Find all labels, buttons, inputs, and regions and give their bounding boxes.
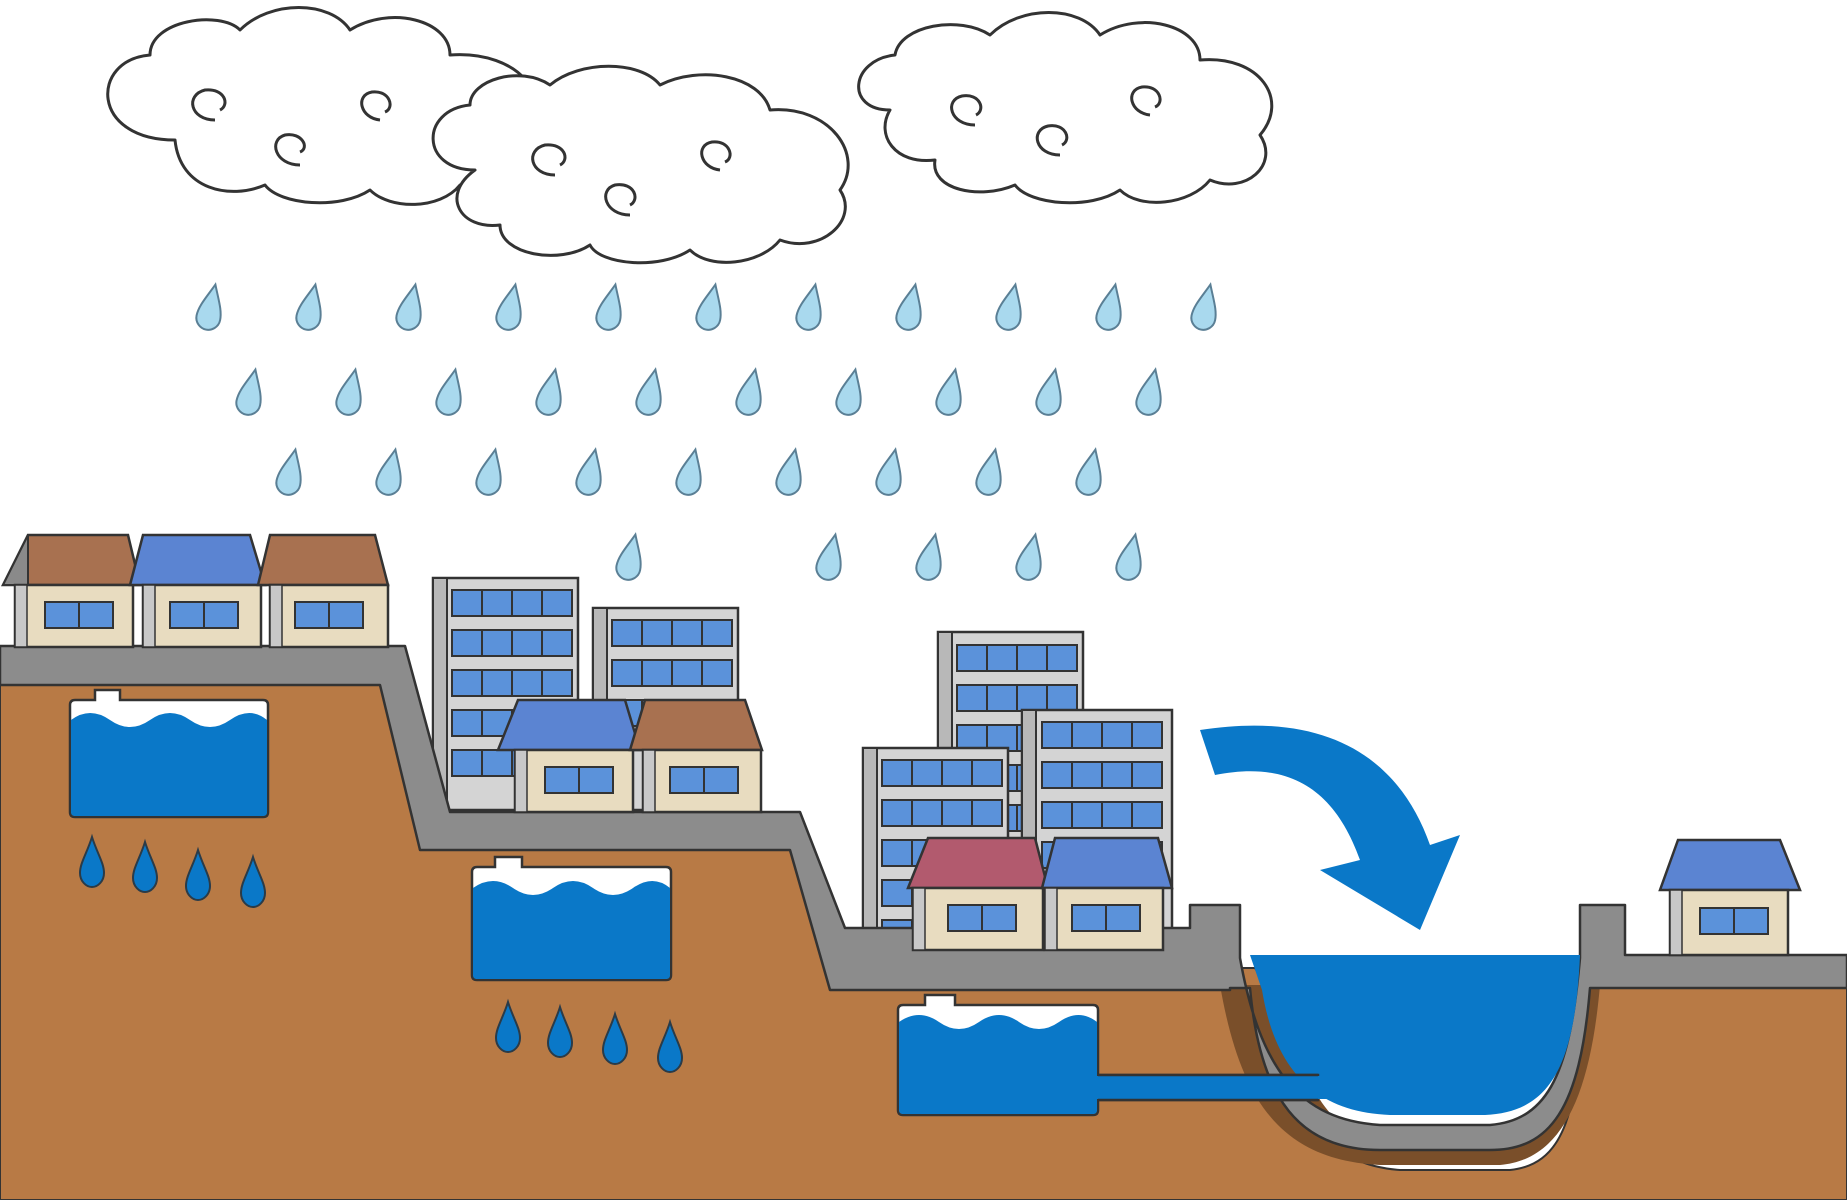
raindrop bbox=[893, 281, 929, 334]
raindrop bbox=[393, 281, 429, 334]
raindrop bbox=[773, 446, 809, 499]
cloud-center bbox=[431, 64, 850, 265]
clouds bbox=[106, 6, 1274, 265]
raindrop bbox=[973, 446, 1009, 499]
raindrop bbox=[233, 366, 269, 419]
raindrop bbox=[433, 366, 469, 419]
raindrop bbox=[673, 446, 709, 499]
cloud-right bbox=[857, 11, 1274, 205]
raindrop bbox=[1073, 446, 1109, 499]
raindrop bbox=[1033, 366, 1069, 419]
house bbox=[1040, 836, 1174, 952]
raindrop bbox=[273, 446, 309, 499]
raindrop bbox=[693, 281, 729, 334]
curved-arrow-icon bbox=[1200, 725, 1460, 930]
raindrop bbox=[533, 366, 569, 419]
middle-infiltration-tank bbox=[470, 855, 673, 982]
raindrop bbox=[613, 531, 649, 584]
terrain bbox=[0, 644, 1847, 1200]
raindrop bbox=[813, 531, 849, 584]
raindrop bbox=[373, 446, 409, 499]
raindrop bbox=[833, 366, 869, 419]
house bbox=[128, 533, 267, 649]
house bbox=[906, 836, 1050, 952]
raindrop bbox=[993, 281, 1029, 334]
house bbox=[628, 698, 764, 814]
house bbox=[256, 533, 390, 649]
raindrop bbox=[473, 446, 509, 499]
raindrop bbox=[733, 366, 769, 419]
raindrop bbox=[633, 366, 669, 419]
raindrop bbox=[873, 446, 909, 499]
river-water bbox=[1250, 955, 1580, 1115]
raindrop bbox=[913, 531, 949, 584]
raindrop bbox=[1013, 531, 1049, 584]
raindrop bbox=[1093, 281, 1129, 334]
raindrop bbox=[1113, 531, 1149, 584]
raindrop bbox=[293, 281, 329, 334]
cloud-left bbox=[106, 6, 538, 206]
raindrop bbox=[493, 281, 529, 334]
house bbox=[1658, 838, 1802, 957]
house bbox=[0, 533, 142, 649]
raindrop bbox=[593, 281, 629, 334]
raindrop bbox=[573, 446, 609, 499]
outlet-pipe bbox=[1098, 1073, 1328, 1102]
raindrop bbox=[193, 281, 229, 334]
upper-infiltration-tank bbox=[68, 688, 270, 819]
raindrop bbox=[793, 281, 829, 334]
raindrop bbox=[1188, 281, 1224, 334]
raindrop bbox=[933, 366, 969, 419]
raindrop bbox=[333, 366, 369, 419]
raindrop bbox=[1133, 366, 1169, 419]
house bbox=[496, 698, 642, 814]
